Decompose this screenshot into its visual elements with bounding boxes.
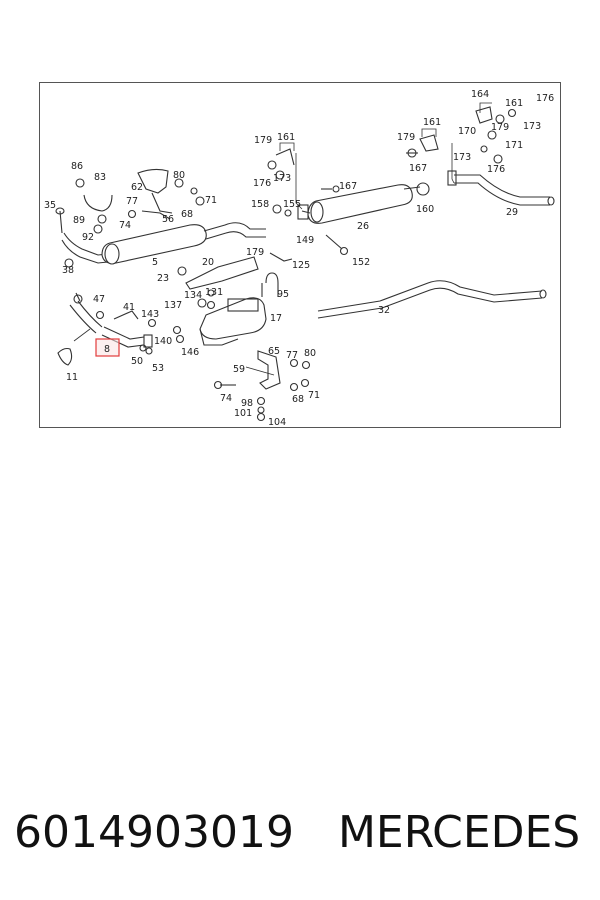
- label-140: 140: [154, 336, 172, 347]
- part-hanger-161b: [406, 128, 455, 184]
- label-53: 53: [152, 363, 164, 374]
- part-pipe-32: [317, 280, 547, 319]
- label-83: 83: [94, 172, 106, 183]
- label-92: 92: [82, 232, 94, 243]
- label-179: 179: [246, 247, 264, 258]
- part-heat-shield-20: [185, 252, 293, 290]
- label-95: 95: [277, 289, 289, 300]
- label-71: 71: [205, 195, 217, 206]
- part-hanger-164: [475, 102, 517, 164]
- part-bolt-152: [325, 234, 349, 256]
- label-171: 171: [505, 140, 523, 151]
- label-89: 89: [73, 215, 85, 226]
- part-number: 6014903019: [14, 806, 294, 858]
- label-23: 23: [157, 273, 169, 284]
- label-173: 173: [273, 173, 291, 184]
- label-98: 98: [241, 398, 253, 409]
- part-bracket-59: [213, 350, 311, 422]
- label-125: 125: [292, 260, 310, 271]
- label-47: 47: [93, 294, 105, 305]
- label-41: 41: [123, 302, 135, 313]
- label-134: 134: [184, 290, 202, 301]
- label-161: 161: [277, 132, 295, 143]
- part-hanger-62: [137, 168, 173, 214]
- part-front-pipe: [61, 232, 119, 264]
- label-149: 149: [296, 235, 314, 246]
- part-clamp-83: [75, 178, 113, 234]
- label-173: 173: [523, 121, 541, 132]
- label-137: 137: [164, 300, 182, 311]
- label-29: 29: [506, 207, 518, 218]
- label-77: 77: [286, 350, 298, 361]
- label-146: 146: [181, 347, 199, 358]
- label-179: 179: [491, 122, 509, 133]
- label-131: 131: [205, 287, 223, 298]
- label-5: 5: [152, 257, 158, 268]
- fasteners-lower-center: [172, 266, 216, 344]
- fasteners-center: [272, 185, 340, 217]
- label-173: 173: [453, 152, 471, 163]
- label-176: 176: [536, 93, 554, 104]
- label-179: 179: [254, 135, 272, 146]
- label-71: 71: [308, 390, 320, 401]
- label-68: 68: [292, 394, 304, 405]
- label-160: 160: [416, 204, 434, 215]
- label-38: 38: [62, 265, 74, 276]
- label-20: 20: [202, 257, 214, 268]
- label-176: 176: [487, 164, 505, 175]
- label-74: 74: [220, 393, 232, 404]
- label-8: 8: [104, 344, 110, 355]
- label-11: 11: [66, 372, 78, 383]
- label-164: 164: [471, 89, 489, 100]
- label-167: 167: [339, 181, 357, 192]
- label-80: 80: [173, 170, 185, 181]
- label-26: 26: [357, 221, 369, 232]
- highlight-box-part-8: [95, 338, 120, 357]
- exhaust-diagram: 86 83 62 80 35 77 71 89 74 68 56 92 38 5…: [39, 82, 561, 428]
- label-155: 155: [283, 199, 301, 210]
- part-caption: 6014903019 MERCEDES: [14, 800, 589, 864]
- label-170: 170: [458, 126, 476, 137]
- label-176: 176: [253, 178, 271, 189]
- label-104: 104: [268, 417, 286, 428]
- label-86: 86: [71, 161, 83, 172]
- fasteners-left: [55, 178, 205, 268]
- label-80: 80: [304, 348, 316, 359]
- part-muffler-26: [297, 182, 430, 224]
- brand-name: MERCEDES: [337, 806, 581, 858]
- label-179: 179: [397, 132, 415, 143]
- label-152: 152: [352, 257, 370, 268]
- label-161: 161: [505, 98, 523, 109]
- part-tailpipe-29: [447, 170, 555, 206]
- label-50: 50: [131, 356, 143, 367]
- label-161: 161: [423, 117, 441, 128]
- label-56: 56: [162, 214, 174, 225]
- label-35: 35: [44, 200, 56, 211]
- label-101: 101: [234, 408, 252, 419]
- label-68: 68: [181, 209, 193, 220]
- label-158: 158: [251, 199, 269, 210]
- label-59: 59: [233, 364, 245, 375]
- label-74: 74: [119, 220, 131, 231]
- label-32: 32: [378, 305, 390, 316]
- label-62: 62: [131, 182, 143, 193]
- part-muffler-5: [101, 222, 266, 265]
- label-17: 17: [270, 313, 282, 324]
- part-muffler-17: [199, 272, 279, 346]
- part-hanger-161: [267, 142, 303, 210]
- label-167: 167: [409, 163, 427, 174]
- label-65: 65: [268, 346, 280, 357]
- label-143: 143: [141, 309, 159, 320]
- label-77: 77: [126, 196, 138, 207]
- part-pipe-8-highlight: [57, 292, 157, 366]
- diagram-drawing: 86 83 62 80 35 77 71 89 74 68 56 92 38 5…: [44, 89, 555, 428]
- callout-labels: 86 83 62 80 35 77 71 89 74 68 56 92 38 5…: [44, 89, 554, 428]
